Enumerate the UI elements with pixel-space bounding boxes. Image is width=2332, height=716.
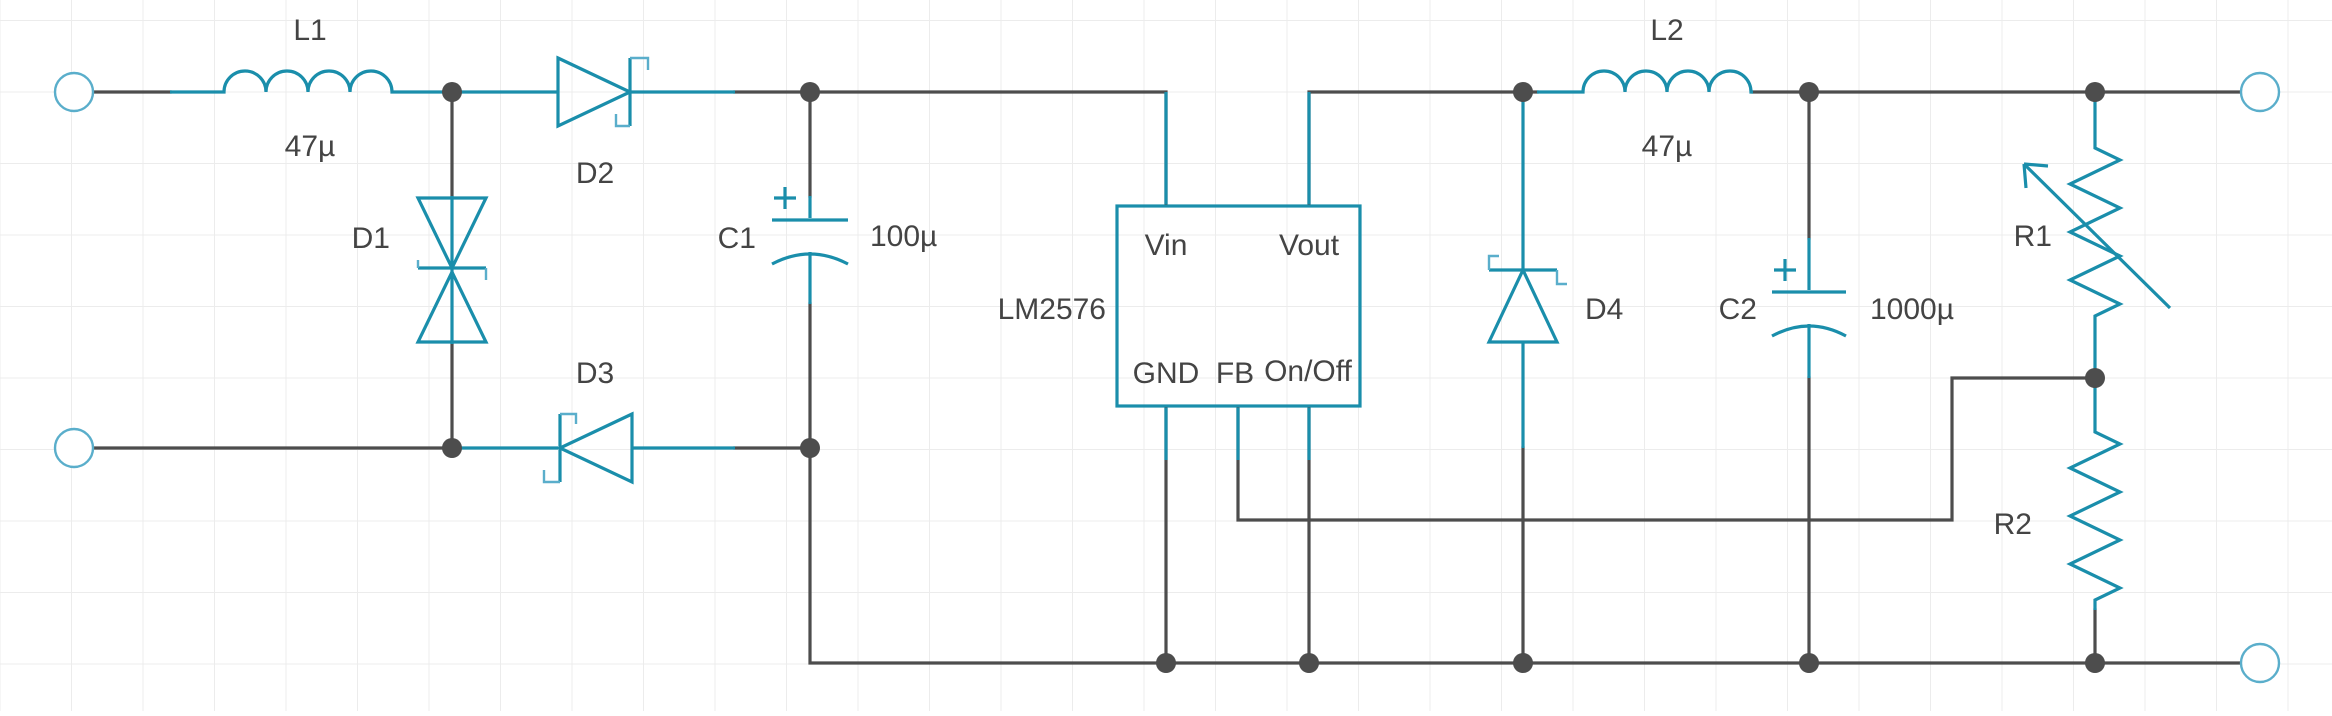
junction-dot (800, 438, 820, 458)
d2-ref-label: D2 (576, 157, 614, 190)
c2-ref-label: C2 (1719, 293, 1757, 326)
r1-ref-label: R1 (2014, 220, 2052, 253)
inductor-l1[interactable] (170, 69, 452, 94)
terminals (53, 71, 2281, 684)
junction-dot (2085, 653, 2105, 673)
ic-lm2576[interactable] (1115, 92, 1362, 460)
junction-dot (800, 82, 820, 102)
ic-pin-vin-label: Vin (1145, 229, 1188, 262)
junction-dot (2085, 82, 2105, 102)
labels: L1 47µ D2 D1 D3 C1 100µ LM2576 Vin Vout … (285, 14, 2052, 541)
wire-ground-rail (808, 302, 2252, 665)
r2-ref-label: R2 (1994, 508, 2032, 541)
ic-pin-vout-label: Vout (1279, 229, 1340, 262)
junction-dot (442, 82, 462, 102)
junction-dot (442, 438, 462, 458)
ic-pin-gnd-label: GND (1133, 357, 1200, 390)
resistor-r1-variable[interactable] (2022, 92, 2172, 378)
diode-d4[interactable] (1486, 92, 1567, 448)
diode-d2[interactable] (452, 55, 735, 129)
wire-fb (1236, 376, 2097, 522)
junction-dot (1799, 653, 1819, 673)
d4-ref-label: D4 (1585, 293, 1623, 326)
ic-ref-label: LM2576 (998, 293, 1106, 326)
junctions (442, 82, 2105, 673)
output-terminal-negative[interactable] (2239, 642, 2281, 684)
input-terminal-negative[interactable] (53, 427, 95, 469)
capacitor-c2[interactable] (1771, 238, 1847, 378)
input-terminal-positive[interactable] (53, 71, 95, 113)
output-terminal-positive[interactable] (2239, 71, 2281, 113)
wire-to-vin (733, 90, 1168, 206)
diode-d1[interactable] (415, 196, 489, 344)
junction-dot (1156, 653, 1176, 673)
l1-value-label: 47µ (285, 130, 336, 163)
c1-ref-label: C1 (718, 222, 756, 255)
junction-dot (2085, 368, 2105, 388)
capacitor-c1[interactable] (771, 187, 849, 304)
ic-pin-fb-label: FB (1216, 357, 1254, 390)
junction-dot (1513, 82, 1533, 102)
junction-dot (1799, 82, 1819, 102)
wire-vout (1307, 90, 1539, 206)
l2-ref-label: L2 (1650, 14, 1683, 47)
d1-ref-label: D1 (352, 222, 390, 255)
diode-d3[interactable] (452, 411, 735, 485)
d3-ref-label: D3 (576, 357, 614, 390)
l1-ref-label: L1 (293, 14, 326, 47)
l2-value-label: 47µ (1642, 130, 1693, 163)
c2-value-label: 1000µ (1870, 293, 1954, 326)
junction-dot (1299, 653, 1319, 673)
junction-dot (1513, 653, 1533, 673)
c1-value-label: 100µ (870, 220, 937, 253)
ic-pin-onoff-label: On/Off (1264, 355, 1352, 388)
resistor-r2[interactable] (2066, 378, 2124, 610)
inductor-l2[interactable] (1537, 69, 1753, 94)
